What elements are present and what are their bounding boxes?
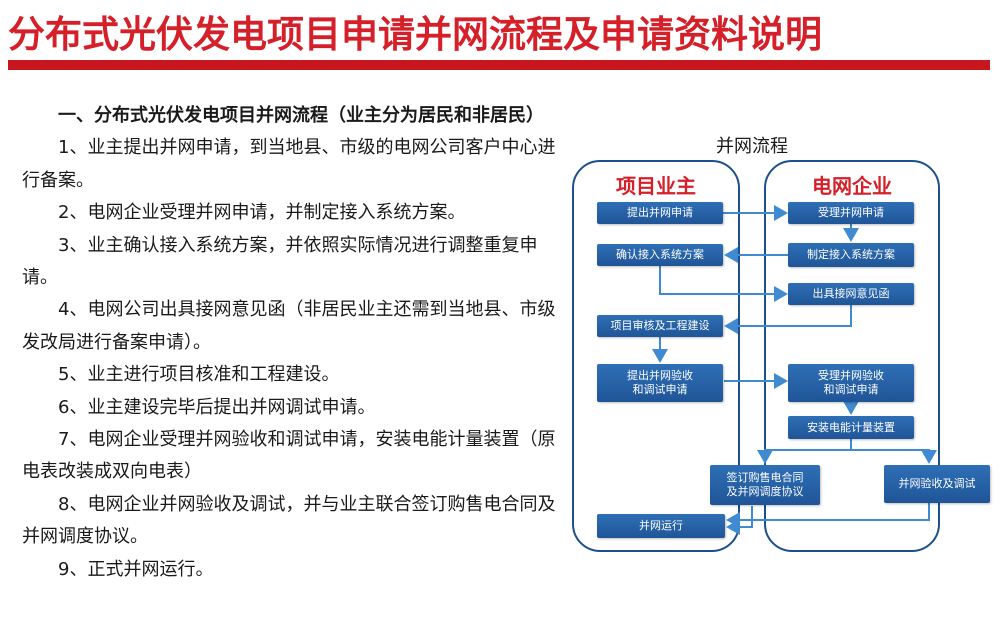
step-item: 3、业主确认接入系统方案，并依照实际情况进行调整重复申请。 <box>22 234 538 289</box>
step-item: 6、业主建设完毕后提出并网调试申请。 <box>58 396 376 418</box>
arrow-meter-branch <box>757 439 852 464</box>
flow-box-apply-acceptance-test: 提出并网验收 和调试申请 <box>597 364 723 402</box>
owner-column-header: 项目业主 <box>616 174 696 198</box>
arrow-opinion-to-build <box>724 305 852 334</box>
flow-box-accept-application: 受理并网申请 <box>788 202 914 224</box>
section-heading: 一、分布式光伏发电项目并网流程（业主分为居民和非居民） <box>58 105 544 126</box>
flow-box-submit-application: 提出并网申请 <box>597 202 723 224</box>
flow-box-line: 和调试申请 <box>823 383 879 396</box>
arrow-meter-branch-right <box>851 449 937 464</box>
step-item: 8、电网企业并网验收及调试，并与业主联合签订购售电合同及并网调度协议。 <box>22 493 556 548</box>
step-item: 7、电网企业受理并网验收和调试申请，安装电能计量装置（原电表改装成双向电表） <box>22 429 556 483</box>
arrow-confirm-to-opinion <box>659 266 788 302</box>
step-item: 5、业主进行项目核准和工程建设。 <box>58 364 340 386</box>
flow-box-make-access-plan: 制定接入系统方案 <box>788 243 914 267</box>
flow-box-install-meter: 安装电能计量装置 <box>788 416 914 439</box>
flow-box-project-review-construction: 项目审核及工程建设 <box>597 315 723 337</box>
flow-box-accept-acceptance-test: 受理并网验收 和调试申请 <box>788 364 914 402</box>
flow-box-grid-acceptance-test: 并网验收及调试 <box>884 465 990 503</box>
flow-box-line: 受理并网验收 <box>818 369 884 382</box>
step-item: 1、业主提出并网申请，到当地县、市级的电网公司客户中心进行备案。 <box>22 137 556 191</box>
arrow-acceptance-to-operate <box>726 503 930 528</box>
flow-box-line: 提出并网验收 <box>627 369 693 382</box>
process-text: 一、分布式光伏发电项目并网流程（业主分为居民和非居民） 1、业主提出并网申请，到… <box>22 100 562 586</box>
flow-box-line: 签订购售电合同 <box>726 471 804 484</box>
step-item: 4、电网公司出具接网意见函（非居民业主还需到当地县、市级发改局进行备案申请）。 <box>22 299 556 353</box>
flow-box-line: 和调试申请 <box>632 383 688 396</box>
step-item: 2、电网企业受理并网申请，并制定接入系统方案。 <box>58 202 466 224</box>
title-underline <box>8 60 990 70</box>
flow-box-sign-contract: 签订购售电合同 及并网调度协议 <box>710 465 820 505</box>
flowchart-caption: 并网流程 <box>716 136 788 157</box>
flow-box-grid-operation: 并网运行 <box>597 514 725 538</box>
flow-box-issue-opinion-letter: 出具接网意见函 <box>788 283 914 305</box>
page-title: 分布式光伏发电项目申请并网流程及申请资料说明 <box>8 13 822 56</box>
arrow-contract-to-operate <box>726 506 753 535</box>
flow-box-line: 及并网调度协议 <box>726 485 804 498</box>
flow-box-confirm-access-plan: 确认接入系统方案 <box>597 244 723 266</box>
step-item: 9、正式并网运行。 <box>58 558 214 580</box>
grid-column-header: 电网企业 <box>812 174 892 198</box>
